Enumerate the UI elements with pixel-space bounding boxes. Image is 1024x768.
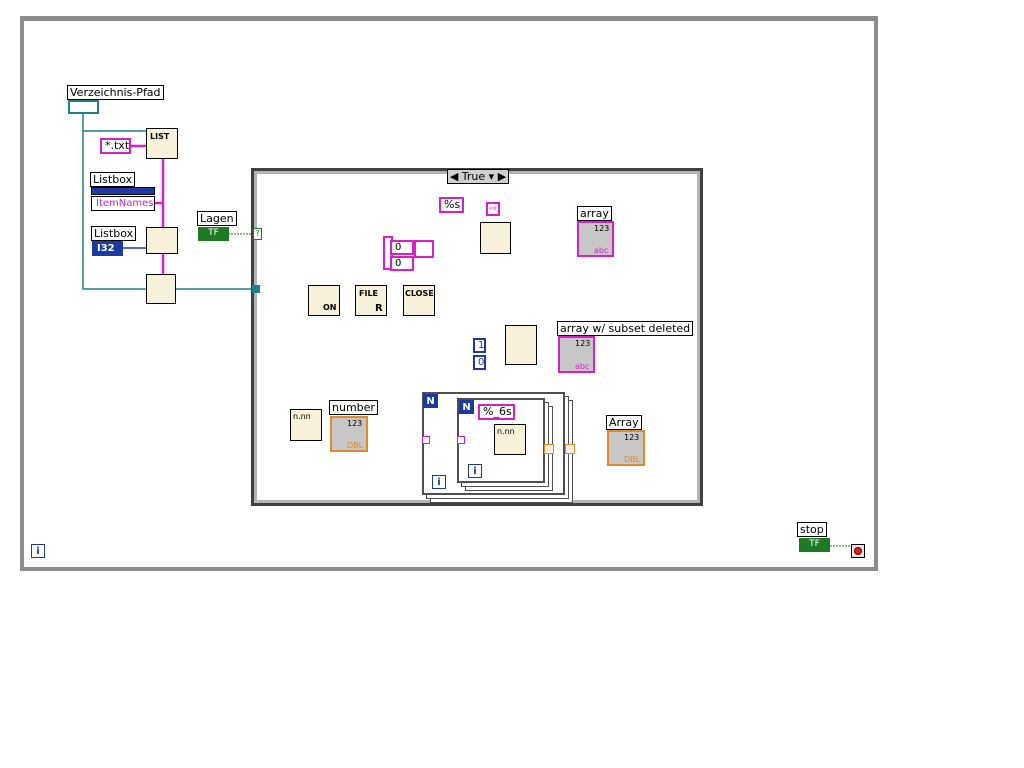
zero-constant-b[interactable]: 0 (390, 256, 414, 271)
path-wire (82, 113, 146, 290)
list-node-text: LIST (150, 132, 170, 141)
case-selector-right-icon[interactable]: ▶ (497, 170, 507, 183)
number-indicator-dbl: DBL (347, 441, 364, 450)
inner-tunnel (544, 444, 554, 454)
number-label: number (329, 400, 378, 415)
number-indicator-123: 123 (347, 419, 363, 428)
listbox-i32-terminal[interactable]: I32 (92, 241, 123, 256)
inner-loop-count: N (459, 400, 474, 414)
item-names-property[interactable]: ItemNames (91, 196, 155, 211)
close-file-text: CLOSE (405, 289, 434, 298)
case-selector-terminal: ? (253, 228, 262, 240)
read-file-node[interactable]: FILE R (355, 285, 387, 316)
array-label: array (577, 206, 612, 221)
listbox-label-1: Listbox (90, 172, 136, 187)
case-selector-value: True (461, 170, 486, 183)
string-tunnel-outer (422, 436, 430, 444)
scan-number-text: n.nn (293, 412, 311, 421)
outer-tunnel (565, 444, 575, 454)
empty-string-constant[interactable] (414, 240, 434, 258)
array-out-123: 123 (624, 433, 640, 442)
agent-boolean-terminal[interactable]: TF (198, 227, 229, 241)
delimiter-constant-icon[interactable]: ⇨ (486, 202, 500, 216)
agent-label: Lagen (197, 211, 237, 226)
stop-boolean-terminal[interactable]: TF (799, 538, 830, 552)
format-s-constant[interactable]: %s (439, 197, 464, 213)
spreadsheet-to-array-node[interactable] (480, 222, 511, 254)
array-out-indicator[interactable]: 123 DBL (607, 430, 645, 466)
read-file-text: FILE (359, 289, 379, 298)
zero-constant-a[interactable]: 0 (390, 240, 414, 255)
array-indicator-abc: abc (594, 246, 609, 255)
stop-label: stop (797, 522, 827, 537)
case-dropdown-icon[interactable]: ▾ (488, 170, 495, 183)
list-folder-node[interactable]: LIST (146, 128, 178, 159)
open-file-text: ON (323, 303, 337, 312)
read-file-r: R (375, 303, 383, 314)
format-6s-constant[interactable]: %_6s (478, 404, 515, 420)
stop-condition-icon[interactable] (851, 544, 865, 558)
delete-from-array-node[interactable] (505, 325, 537, 365)
inner-loop-iteration: i (468, 464, 482, 478)
outer-loop-count: N (423, 394, 438, 408)
array-out-label: Array (606, 415, 642, 430)
one-constant[interactable]: 1 (473, 338, 486, 353)
outer-loop-iteration: i (432, 475, 446, 489)
listbox-property-header (91, 187, 155, 195)
scan-number-node[interactable]: n.nn (290, 409, 322, 441)
open-file-node[interactable]: ON (308, 285, 340, 316)
while-loop-iteration: i (31, 544, 45, 558)
string-tunnel-inner (457, 436, 465, 444)
array-subset-deleted-label: array w/ subset deleted (557, 321, 694, 336)
select-node[interactable] (146, 274, 176, 304)
case-selector[interactable]: ◀ True ▾ ▶ (447, 169, 509, 184)
index-array-node[interactable] (146, 227, 178, 254)
array-subset-abc: abc (575, 362, 590, 371)
path-control-label: Verzeichnis-Pfad (67, 85, 164, 100)
close-file-node[interactable]: CLOSE (403, 285, 435, 316)
inner-scan-number-node[interactable]: n.nn (494, 424, 526, 455)
pattern-string-constant[interactable]: *.txt (100, 138, 131, 154)
case-selector-left-icon[interactable]: ◀ (449, 170, 459, 183)
array-subset-123: 123 (575, 339, 591, 348)
array-indicator[interactable]: 123 abc (577, 221, 614, 257)
path-control-terminal[interactable] (68, 100, 99, 114)
array-subset-deleted-indicator[interactable]: 123 abc (558, 336, 595, 373)
array-indicator-123: 123 (594, 224, 610, 233)
listbox-label-2: Listbox (91, 226, 137, 241)
inner-scan-text: n.nn (497, 427, 515, 436)
array-out-dbl: DBL (624, 455, 641, 464)
path-tunnel (252, 285, 260, 293)
zero-constant-c[interactable]: 0 (473, 355, 486, 370)
number-indicator[interactable]: 123 DBL (330, 416, 368, 452)
